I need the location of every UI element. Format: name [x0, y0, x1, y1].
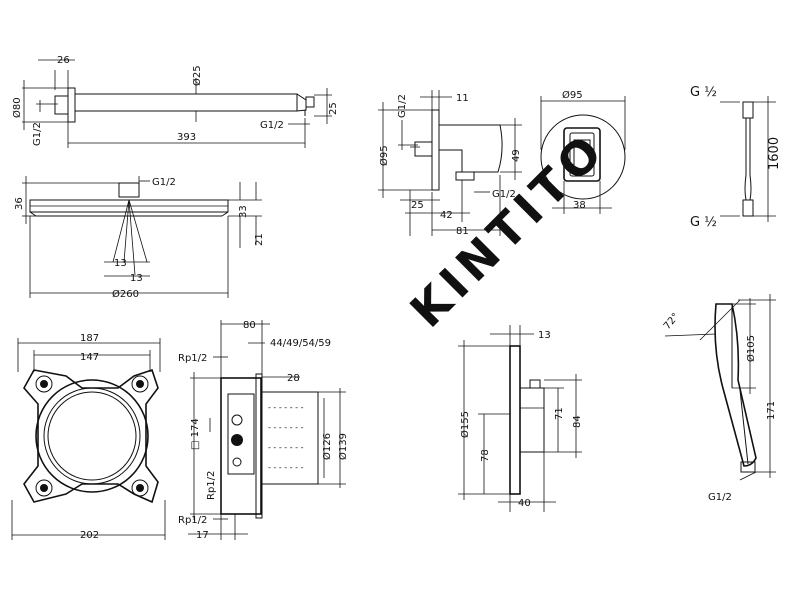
box-dim-187: 187	[80, 333, 99, 344]
outlet-dim-42: 42	[440, 210, 453, 221]
section-hatch-a: ‑ ‑ ‑ ‑ ‑ ‑ ‑	[268, 403, 304, 412]
hose-thread-bottom: G ½	[690, 215, 717, 230]
box-dim-202: 202	[80, 530, 99, 541]
arm-dim-26: 26	[57, 55, 70, 66]
head-dim-33: 33	[238, 205, 249, 218]
section-dim-sq174: □ 174	[190, 418, 201, 450]
section-dim-d126: Ø126	[321, 433, 333, 460]
thermostat-dim-d155: Ø155	[459, 411, 471, 438]
outlet-dim-25: 25	[411, 200, 424, 211]
thermostat-dim-13: 13	[538, 330, 551, 341]
shower-hose: G ½ G ½ 1600	[690, 85, 782, 230]
section-thread-rp12-mid: Rp1/2	[206, 471, 217, 500]
outlet-front-dim-38: 38	[573, 200, 586, 211]
section-dim-depths: 44/49/54/59	[270, 338, 331, 349]
arm-dim-d25: Ø25	[191, 65, 203, 86]
handshower-dim-171: 171	[766, 401, 777, 420]
head-dim-d260: Ø260	[112, 288, 139, 300]
outlet-thread-g12-out: G1/2	[492, 189, 516, 200]
section-hatch-c: ‑ ‑ ‑ ‑ ‑ ‑ ‑	[268, 443, 304, 452]
arm-thread-g12-out: G1/2	[260, 120, 284, 131]
head-dim-21: 21	[254, 233, 265, 246]
shower-head: 36 G1/2 33 21 13 13 Ø260	[14, 176, 265, 300]
section-dim-d139: Ø139	[337, 433, 349, 460]
arm-dim-25: 25	[328, 102, 339, 115]
outlet-dim-81: 81	[456, 226, 469, 237]
handshower-angle-72: 72°	[662, 311, 682, 332]
section-dim-28: 28	[287, 373, 300, 384]
arm-thread-g12: G1/2	[32, 122, 43, 146]
box-dim-147: 147	[80, 352, 99, 363]
thermostat-dim-71: 71	[554, 407, 565, 420]
handshower-dim-d105: Ø105	[745, 335, 757, 362]
wall-outlet: 11 G1/2 Ø95 25 42 81 49 G1/2	[378, 89, 626, 237]
section-dim-80: 80	[243, 320, 256, 331]
head-dim-13a: 13	[114, 258, 127, 269]
thermostat-dim-84: 84	[572, 415, 583, 428]
hose-dim-1600: 1600	[767, 137, 782, 170]
section-hatch-b: ‑ ‑ ‑ ‑ ‑ ‑ ‑	[268, 423, 304, 432]
arm-dim-d80: Ø80	[11, 97, 23, 118]
head-dim-13b: 13	[130, 273, 143, 284]
thermostat-dim-78: 78	[480, 449, 491, 462]
section-thread-rp12-top: Rp1/2	[178, 353, 207, 364]
outlet-dim-49: 49	[511, 149, 522, 162]
shower-arm: 26 Ø80 G1/2 Ø25 393 G1/2 25	[11, 55, 339, 148]
outlet-front-dim-d95: Ø95	[562, 89, 583, 101]
section-dim-17: 17	[196, 530, 209, 541]
outlet-thread-g12: G1/2	[397, 94, 408, 118]
thermostat: 13 Ø155 78 71 84 40	[458, 325, 583, 512]
handshower-thread-g12: G1/2	[708, 492, 732, 503]
mounting-box: 187 147 202	[11, 333, 166, 541]
outlet-dim-d95: Ø95	[378, 145, 390, 166]
mounting-box-section: ‑ ‑ ‑ ‑ ‑ ‑ ‑ ‑ ‑ ‑ ‑ ‑ ‑ ‑ ‑ ‑ ‑ ‑ ‑ ‑ …	[178, 320, 349, 541]
thermostat-dim-40: 40	[518, 498, 531, 509]
arm-dim-393: 393	[177, 132, 196, 143]
hand-shower: 72° Ø105 171 G1/2	[662, 294, 777, 503]
outlet-dim-11: 11	[456, 93, 469, 104]
head-thread-g12: G1/2	[152, 177, 176, 188]
hose-thread-top: G ½	[690, 85, 717, 100]
section-hatch-d: ‑ ‑ ‑ ‑ ‑ ‑ ‑	[268, 463, 304, 472]
head-dim-36: 36	[14, 197, 25, 210]
section-thread-rp12-bottom: Rp1/2	[178, 515, 207, 526]
